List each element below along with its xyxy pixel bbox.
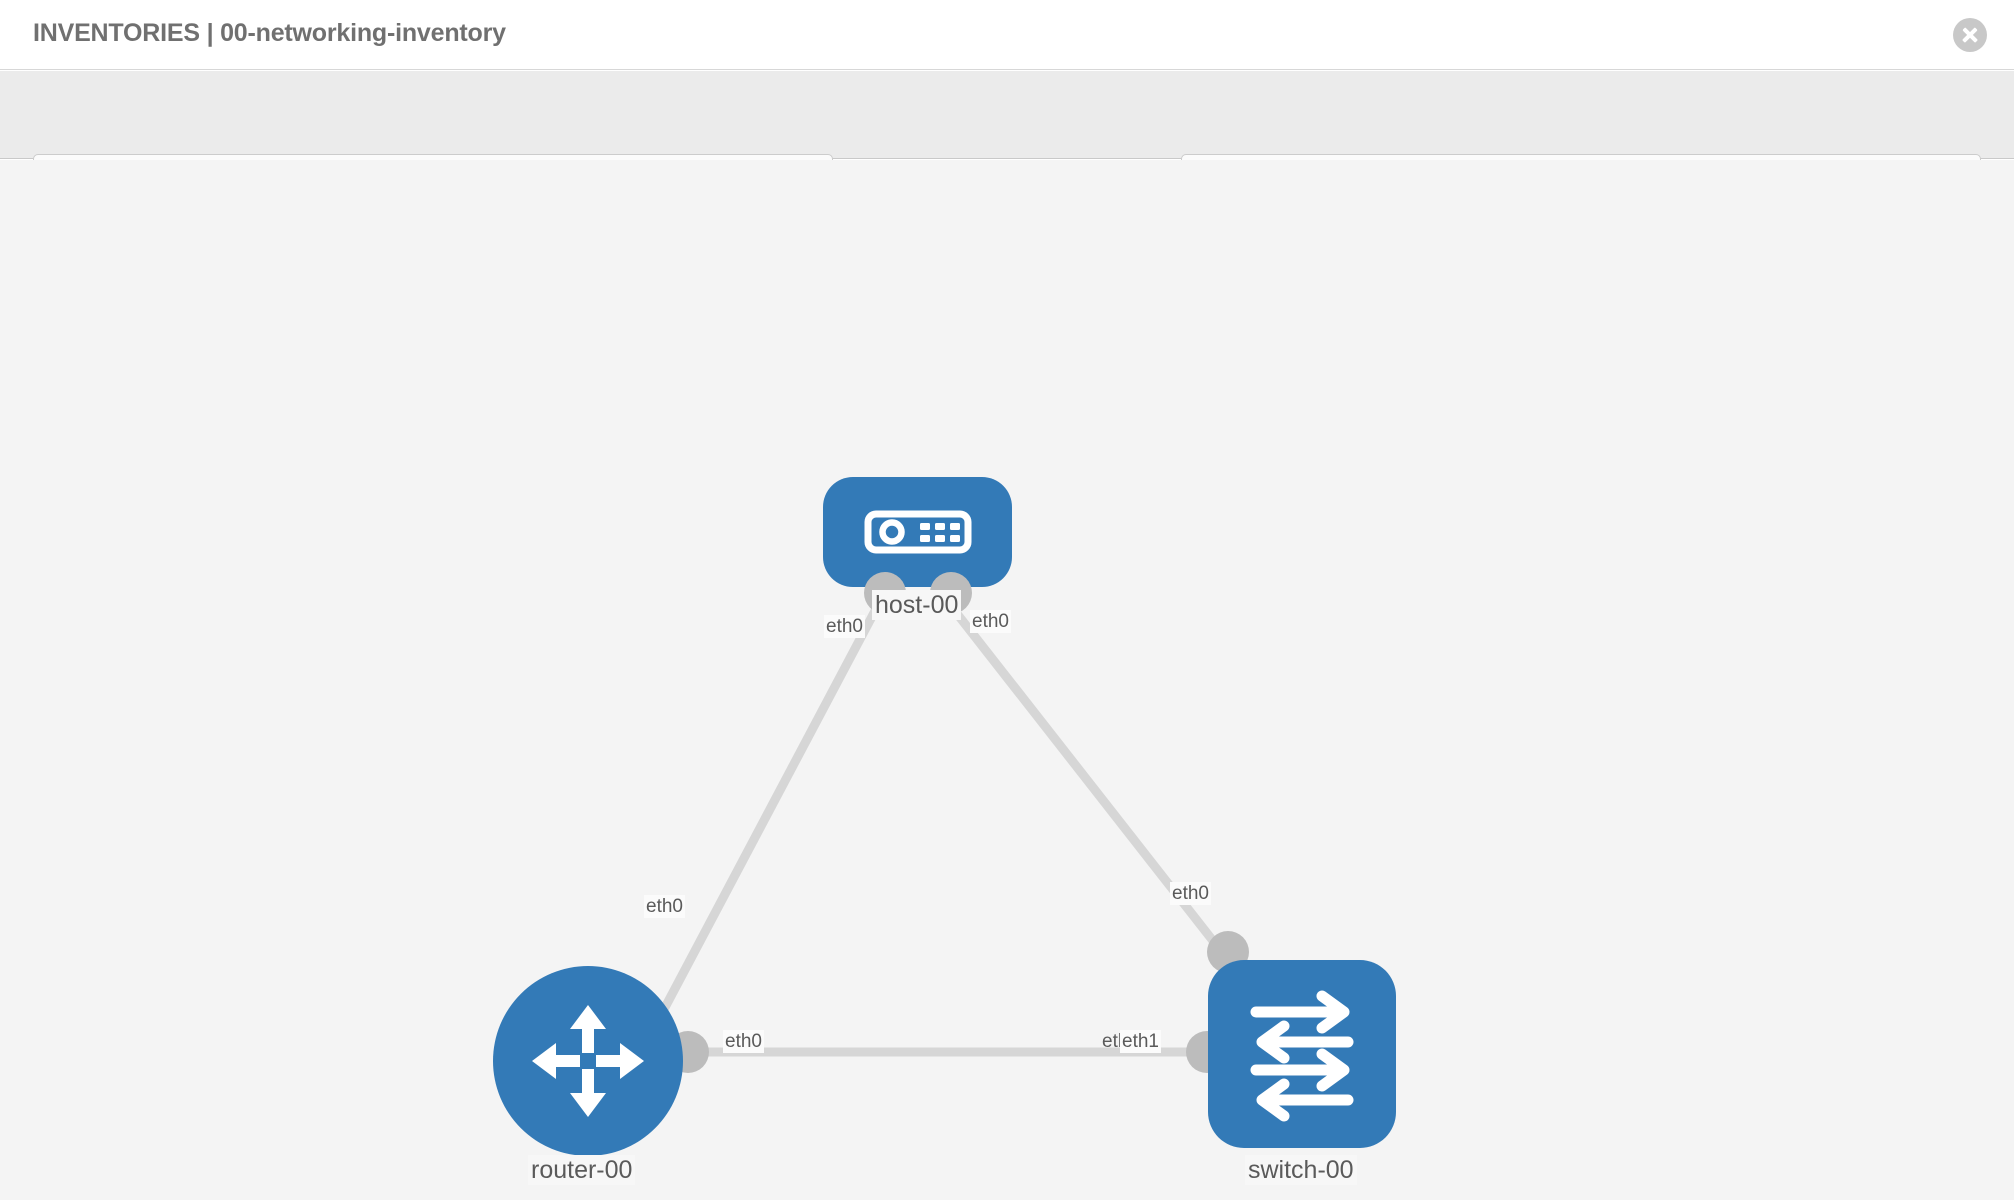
iface-label-switch-up: eth0: [1170, 882, 1211, 905]
iface-label-switch-left: eth1: [1120, 1030, 1161, 1053]
toolbar: ACTIONS SEARC: [0, 71, 2014, 205]
iface-label-router-right: eth0: [723, 1030, 764, 1053]
page-header: INVENTORIES | 00-networking-inventory: [0, 0, 2014, 70]
switch-node-shape[interactable]: [1208, 960, 1396, 1148]
router-node-label: router-00: [528, 1155, 636, 1185]
topology-canvas[interactable]: host-00 eth0 eth0: [0, 160, 2014, 1200]
switch-node-label: switch-00: [1245, 1155, 1357, 1185]
router-icon: [532, 1005, 644, 1117]
server-icon: [864, 510, 971, 554]
close-icon[interactable]: [1953, 18, 1987, 52]
iface-label-router-up: eth0: [644, 895, 685, 918]
iface-label-host-right: eth0: [970, 610, 1011, 633]
router-node-shape[interactable]: [493, 966, 683, 1156]
iface-label-host-left: eth0: [824, 615, 865, 638]
host-node-shape[interactable]: [823, 477, 1012, 587]
host-node-label: host-00: [872, 590, 962, 620]
topology-edges: [648, 589, 1232, 1057]
switch-icon: [1250, 990, 1354, 1122]
topology-graph: host-00 eth0 eth0: [0, 160, 2014, 1200]
page-title: INVENTORIES | 00-networking-inventory: [33, 19, 506, 47]
